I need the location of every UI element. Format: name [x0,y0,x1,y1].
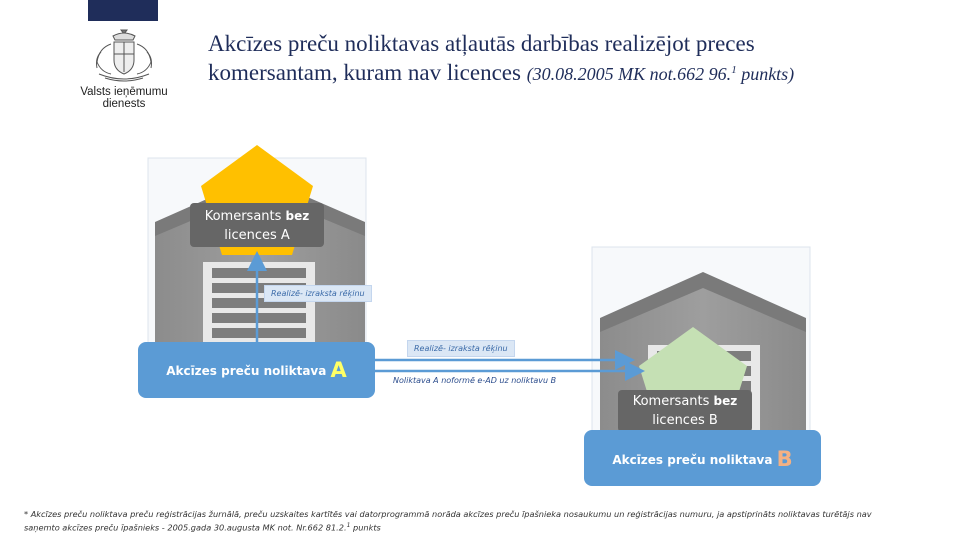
footnote: * Akcīzes preču noliktava preču reģistrā… [24,508,954,534]
title-ref-sup: 1 [731,64,737,76]
warehouse-a-box [138,342,375,398]
merchant-b-box [618,390,752,432]
merchant-b-line2: licences B [652,413,718,428]
coat-of-arms-icon [96,29,152,82]
merchant-a-box [190,203,324,247]
footnote-line2: saņemto akcīzes preču īpašnieks - 2005.g… [24,520,954,534]
warehouse-b-text: Akcīzes preču noliktava [612,453,777,467]
vid-logo: Valsts ieņēmumu dienests [72,28,176,118]
top-accent-bar [88,0,158,21]
warehouse-b-letter: B [776,447,793,471]
merchant-a-bold: bez [285,209,310,223]
warehouse-b-box [584,430,821,486]
warehouse-b-label: Akcīzes preču noliktava B [584,447,821,472]
footnote-line1: * Akcīzes preču noliktava preču reģistrā… [24,509,872,519]
title-line2-wrapper: komersantam, kuram nav licences (30.08.2… [208,57,948,88]
org-name-line1: Valsts ieņēmumu [80,86,168,98]
merchant-a-line2: licences A [224,228,290,243]
callout-invoice-up: Realizē- izraksta rēķinu [264,285,372,302]
warehouse-a-text: Akcīzes preču noliktava [166,364,331,378]
footnote-line2-sup: 1 [346,522,351,529]
merchant-b-bold: bez [713,394,738,408]
callout-invoice-right: Realizē- izraksta rēķinu [407,340,515,357]
page-title: Akcīzes preču noliktavas atļautās darbīb… [208,30,948,88]
footnote-line2-prefix: saņemto akcīzes preču īpašnieks - 2005.g… [24,522,347,533]
title-line2: komersantam, kuram nav licences [208,60,521,85]
footnote-line2-suffix: punkts [350,522,381,533]
title-ref-prefix: (30.08.2005 MK not.662 96. [526,64,732,84]
merchant-a-label: Komersants bez licences A [190,207,324,245]
merchant-a-text: Komersants [204,209,286,224]
warehouse-a-letter: A [330,358,347,382]
note-ead: Noliktava A noformē e-AD uz noliktavu B [393,376,557,385]
title-reference: (30.08.2005 MK not.662 96.1 punkts) [527,64,795,84]
merchant-b-text: Komersants [632,394,714,409]
merchant-b-label: Komersants bez licences B [618,392,752,430]
warehouse-a-label: Akcīzes preču noliktava A [138,358,375,383]
title-ref-suffix: punkts) [736,64,795,84]
title-line1: Akcīzes preču noliktavas atļautās darbīb… [208,31,755,56]
org-name-line2: dienests [102,98,146,110]
